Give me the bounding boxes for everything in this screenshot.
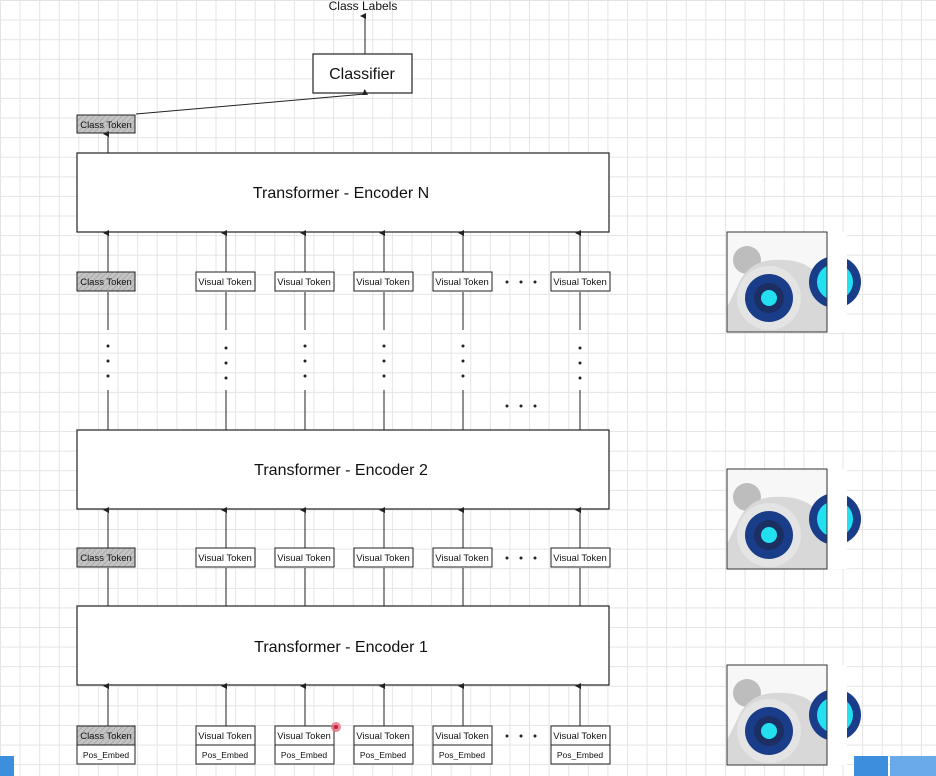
svg-text:Visual Token: Visual Token	[198, 553, 252, 564]
svg-text:Visual Token: Visual Token	[435, 553, 489, 564]
encoder-1-box: Transformer - Encoder 1	[76, 605, 610, 686]
svg-text:Visual Token: Visual Token	[356, 277, 410, 288]
class-labels-output: Class Labels	[329, 0, 398, 13]
token-row-1: Class Token Visual Token Visual Token Vi…	[76, 547, 611, 568]
svg-text:Class Token: Class Token	[80, 120, 132, 131]
svg-text:Visual Token: Visual Token	[356, 731, 410, 742]
encoder-n-box: Transformer - Encoder N	[76, 152, 610, 233]
input-token-row: Class Token Pos_Embed Visual Token Pos_E…	[76, 725, 611, 765]
svg-text:Pos_Embed: Pos_Embed	[360, 750, 407, 760]
svg-text:Visual Token: Visual Token	[435, 277, 489, 288]
svg-text:Transformer - Encoder 2: Transformer - Encoder 2	[254, 462, 428, 479]
token-row-n: Class Token Visual Token Visual Token Vi…	[76, 271, 611, 292]
svg-text:Class Token: Class Token	[80, 731, 132, 742]
svg-text:Visual Token: Visual Token	[198, 277, 252, 288]
svg-text:Visual Token: Visual Token	[553, 731, 607, 742]
svg-text:Visual Token: Visual Token	[198, 731, 252, 742]
output-class-token: Class Token	[76, 114, 136, 134]
svg-text:Pos_Embed: Pos_Embed	[202, 750, 249, 760]
edge-accent-left	[0, 756, 14, 776]
ellipsis-dots	[106, 344, 582, 408]
svg-text:Transformer - Encoder N: Transformer - Encoder N	[253, 185, 429, 202]
svg-text:Class Token: Class Token	[80, 277, 132, 288]
svg-text:Visual Token: Visual Token	[356, 553, 410, 564]
robot-avatar-icon	[726, 664, 862, 766]
svg-text:Visual Token: Visual Token	[435, 731, 489, 742]
svg-text:Visual Token: Visual Token	[553, 277, 607, 288]
svg-text:Pos_Embed: Pos_Embed	[439, 750, 486, 760]
robot-avatar-icon	[726, 231, 862, 333]
edge-accent-right	[854, 756, 888, 776]
svg-text:Classifier: Classifier	[329, 66, 395, 83]
svg-text:Visual Token: Visual Token	[553, 553, 607, 564]
robot-avatar-icon	[726, 468, 862, 570]
svg-text:Visual Token: Visual Token	[277, 553, 331, 564]
classifier-box: Classifier	[312, 53, 413, 94]
svg-text:Visual Token: Visual Token	[277, 731, 331, 742]
svg-text:Visual Token: Visual Token	[277, 277, 331, 288]
svg-text:Pos_Embed: Pos_Embed	[83, 750, 130, 760]
svg-text:Class Token: Class Token	[80, 553, 132, 564]
svg-text:Pos_Embed: Pos_Embed	[281, 750, 328, 760]
encoder-2-box: Transformer - Encoder 2	[76, 429, 610, 510]
svg-text:Transformer - Encoder 1: Transformer - Encoder 1	[254, 639, 428, 656]
svg-text:Pos_Embed: Pos_Embed	[557, 750, 604, 760]
